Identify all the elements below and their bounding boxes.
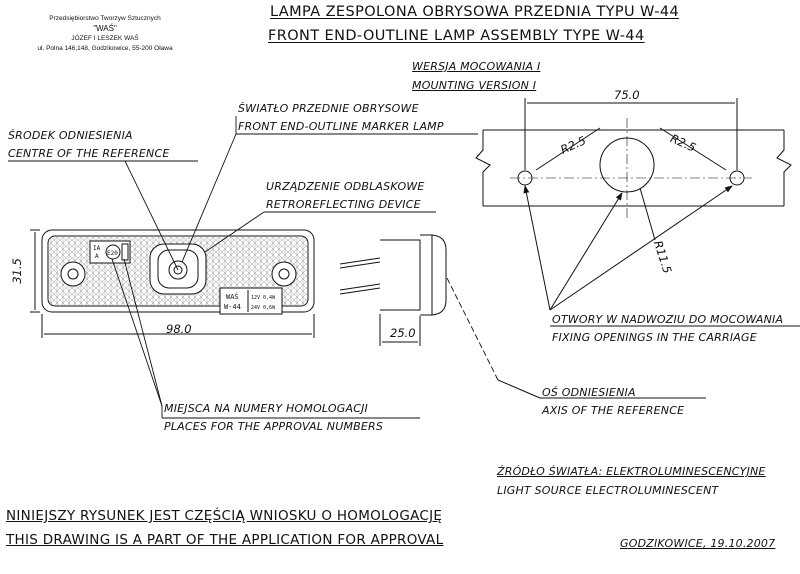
mark-type: W-44 [224, 303, 241, 311]
lamp-mark-texts: IA A E20 WAŚ W-44 12V 0,4W 24V 0,6W [93, 245, 276, 311]
label-marker-lamp-english: FRONT END-OUTLINE MARKER LAMP [238, 120, 444, 133]
label-fixing-polish: OTWORY W NADWOZIU DO MOCOWANIA [552, 313, 784, 326]
mark-brand: WAŚ [226, 292, 239, 301]
light-source-polish: ŹRÓDŁO ŚWIATŁA: ELEKTROLUMINESCENCYJNE [497, 465, 766, 478]
label-fixing-english: FIXING OPENINGS IN THE CARRIAGE [552, 331, 757, 344]
company-short-name: "WAŚ" [93, 24, 117, 33]
label-marker-lamp-polish: ŚWIATŁO PRZEDNIE OBRYSOWE [238, 102, 419, 115]
mark-12v: 12V 0,4W [251, 295, 276, 301]
right-mounting-hole [271, 261, 297, 287]
mounting-plate [475, 98, 792, 399]
dim-depth: 25.0 [390, 326, 416, 340]
mounting-version-english: MOUNTING VERSION I [412, 79, 537, 92]
approval-marks-box [89, 240, 131, 264]
mark-a: A [95, 253, 99, 260]
company-name: Przedsiębiorstwo Tworzyw Sztucznych [49, 15, 161, 22]
height-dimension [30, 229, 40, 313]
light-source-english: LIGHT SOURCE ELECTROLUMINESCENT [497, 484, 719, 497]
mark-ia: IA [93, 245, 101, 252]
label-approval-english: PLACES FOR THE APPROVAL NUMBERS [164, 420, 384, 433]
lamp-front-view [41, 229, 315, 315]
left-mounting-hole [60, 261, 86, 287]
leader-lines [8, 116, 800, 419]
company-block: Przedsiębiorstwo Tworzyw Sztucznych "WAŚ… [0, 14, 210, 54]
company-owners: JÓZEF I LESZEK WAŚ [71, 35, 139, 42]
footer-english: THIS DRAWING IS A PART OF THE APPLICATIO… [6, 532, 444, 548]
label-retro-english: RETROREFLECTING DEVICE [266, 198, 421, 211]
label-centre-english: CENTRE OF THE REFERENCE [8, 147, 170, 160]
dim-mounting-width: 75.0 [614, 88, 640, 102]
mounting-center-hole [599, 137, 655, 193]
dim-length: 98.0 [166, 322, 192, 336]
mark-24v: 24V 0,6W [251, 305, 276, 311]
depth-dimension [379, 314, 421, 346]
label-approval-polish: MIEJSCA NA NUMERY HOMOLOGACJI [164, 402, 368, 415]
place-date: GODZIKOWICE, 19.10.2007 [620, 537, 776, 550]
label-axis-english: AXIS OF THE REFERENCE [542, 404, 685, 417]
length-dimension [41, 314, 315, 338]
rating-plate [219, 287, 283, 315]
footer-polish: NINIEJSZY RYSUNEK JEST CZĘŚCIĄ WNIOSKU O… [6, 508, 443, 524]
mounting-version-polish: WERSJA MOCOWANIA I [412, 60, 541, 73]
title-english: FRONT END-OUTLINE LAMP ASSEMBLY TYPE W-4… [268, 28, 645, 44]
dim-height: 31.5 [9, 258, 24, 284]
mark-e20: E20 [107, 250, 118, 257]
company-address: ul. Polna 146,148, Godzikowice, 55-200 O… [37, 45, 173, 52]
lamp-side-view [339, 234, 447, 316]
title-polish: LAMPA ZESPOLONA OBRYSOWA PRZEDNIA TYPU W… [270, 4, 680, 20]
label-centre-polish: ŚRODEK ODNIESIENIA [8, 129, 133, 142]
label-retro-polish: URZĄDZENIE ODBLASKOWE [266, 180, 425, 193]
label-axis-polish: OŚ ODNIESIENIA [542, 386, 636, 399]
